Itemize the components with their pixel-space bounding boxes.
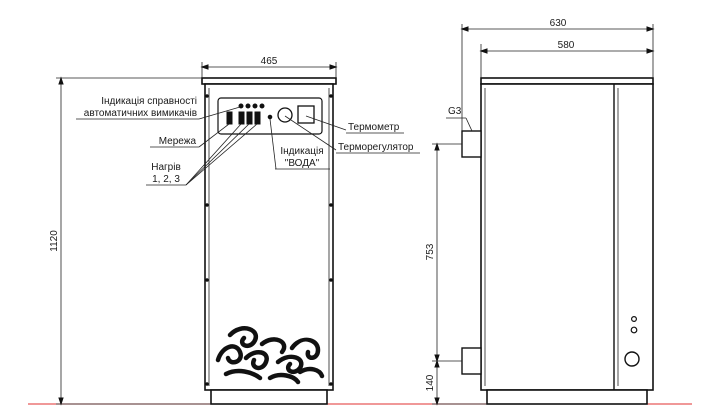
leader-indicator	[198, 106, 241, 120]
label-indicator-line1: Індикація справності	[101, 96, 197, 107]
leader-heating-3	[185, 123, 258, 186]
side-base	[486, 389, 648, 405]
label-indicator-line2: автоматичних вимикачів	[84, 108, 197, 119]
screw	[329, 94, 333, 98]
dim-arrow	[434, 142, 440, 151]
screw	[329, 382, 333, 386]
dim-side-body: 580	[558, 40, 575, 51]
side-top-lid	[480, 77, 654, 85]
screw	[205, 382, 209, 386]
dim-arrow	[434, 397, 440, 406]
thermoregulator-knob	[277, 107, 293, 123]
front-view: 465 1120 Індикація справності автоматичн…	[49, 56, 420, 406]
cable-gland-small	[630, 316, 637, 323]
dim-arrow	[200, 64, 209, 70]
label-water-line1: Індикація	[280, 146, 323, 157]
leader-water	[269, 118, 277, 170]
breaker-led-3	[252, 103, 258, 109]
dim-arrow	[434, 354, 440, 363]
dim-arrow	[329, 64, 338, 70]
leader-heating-2	[185, 123, 250, 186]
side-body	[480, 83, 654, 391]
breaker-led-2	[245, 103, 251, 109]
dim-arrow	[434, 359, 440, 368]
heating-switch-3	[254, 111, 261, 125]
label-network: Мережа	[159, 136, 197, 147]
front-top-lid	[201, 77, 337, 85]
side-view: G3 630 580 753 140	[425, 18, 655, 406]
screw	[329, 278, 333, 282]
leader-g3	[465, 117, 473, 132]
dim-arrow	[58, 397, 64, 406]
heating-switch-1	[238, 111, 245, 125]
water-indicator-led	[267, 114, 273, 120]
heating-switch-2	[246, 111, 253, 125]
leader-thermoregulator	[284, 115, 337, 151]
dim-front-width: 465	[261, 56, 278, 67]
dim-side-total: 630	[550, 18, 567, 29]
screw	[205, 94, 209, 98]
screw	[329, 203, 333, 207]
leader-heating-1	[185, 123, 242, 186]
screw	[205, 203, 209, 207]
label-thermoregulator: Терморегулятор	[338, 142, 414, 153]
cable-gland-small	[630, 326, 638, 334]
decorative-ornament	[215, 326, 325, 385]
label-heating-line1: Нагрів	[151, 162, 181, 173]
inlet-pipe	[461, 347, 482, 375]
dim-arrow	[646, 48, 655, 54]
breaker-led-4	[259, 103, 265, 109]
dim-outlet-spacing: 753	[425, 243, 436, 260]
outlet-pipe	[461, 130, 482, 158]
label-thermometer: Термометр	[348, 122, 400, 133]
dim-inlet-height: 140	[425, 374, 436, 391]
cable-gland-large	[624, 351, 640, 367]
label-pipe-thread: G3	[448, 106, 462, 117]
screw	[205, 278, 209, 282]
front-base	[210, 389, 328, 405]
leader-thermometer	[305, 115, 347, 131]
thermometer-display	[297, 105, 315, 124]
dim-arrow	[479, 48, 488, 54]
label-heating-line2: 1, 2, 3	[152, 174, 180, 185]
dim-arrow	[58, 76, 64, 85]
dim-arrow	[460, 26, 469, 32]
dim-arrow	[646, 26, 655, 32]
leader-network	[198, 123, 230, 148]
dim-front-height: 1120	[49, 230, 60, 252]
network-switch	[226, 111, 233, 125]
label-water-line2: "ВОДА"	[285, 158, 320, 169]
